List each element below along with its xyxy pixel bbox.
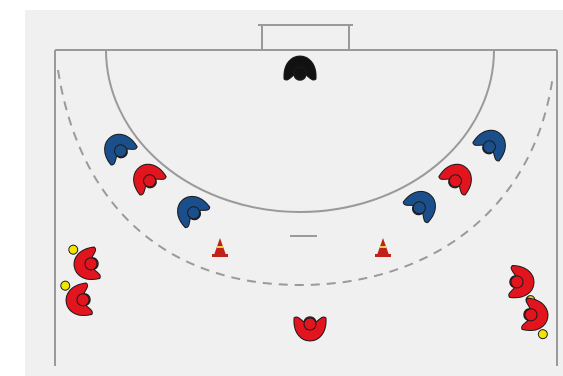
player-head bbox=[511, 275, 524, 288]
player-head bbox=[294, 67, 306, 79]
player-head bbox=[304, 318, 316, 330]
